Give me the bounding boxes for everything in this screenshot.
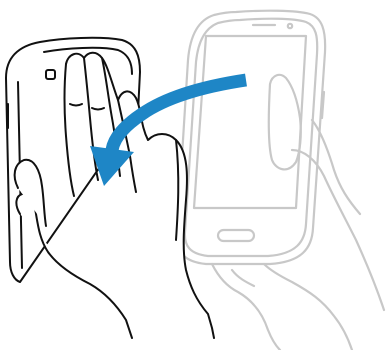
grey-hand-fingers xyxy=(212,264,280,350)
hand-covering-phone-icon xyxy=(6,38,214,338)
grey-phone-home-button xyxy=(218,230,254,241)
grey-phone-camera xyxy=(288,24,292,28)
grey-thumb xyxy=(269,75,301,170)
grey-phone-screen xyxy=(194,36,306,208)
phone-in-hand-icon xyxy=(177,11,384,350)
grey-hand-finger-tip xyxy=(232,270,254,286)
grey-hand-lower xyxy=(264,264,352,350)
